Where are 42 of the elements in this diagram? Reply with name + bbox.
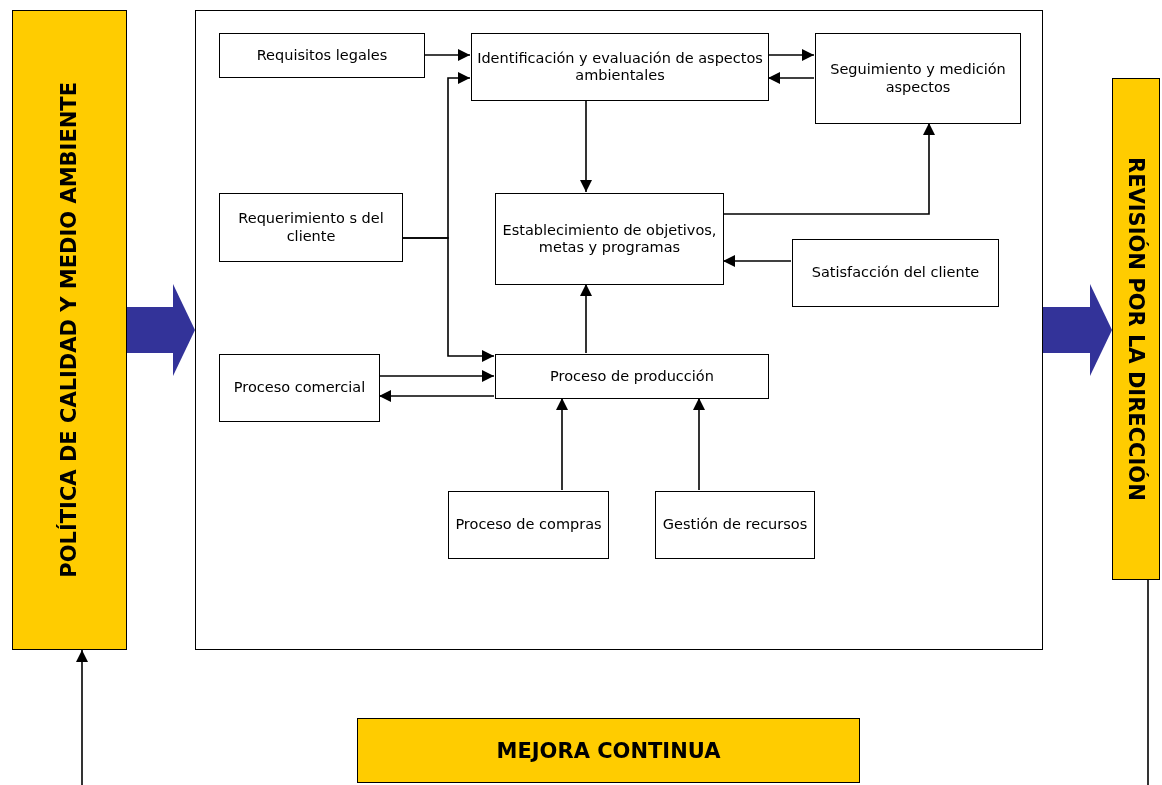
arrow (722, 255, 792, 267)
box-label: Seguimiento y medición aspectos (829, 61, 1007, 96)
box-label: Proceso de compras (454, 516, 603, 534)
process-box (219, 354, 380, 422)
box-label: Identificación y evaluación de aspectos ambientales (476, 49, 764, 85)
arrow (556, 397, 568, 491)
band-title: POLÍTICA DE CALIDAD Y MEDIO AMBIENTE (57, 82, 82, 578)
arrow (76, 649, 88, 785)
arrow (580, 99, 592, 193)
arrow (767, 72, 815, 84)
process-box (219, 33, 425, 78)
band-title: REVISIÓN POR LA DIRECCIÓN (1123, 157, 1149, 501)
arrow (378, 390, 495, 402)
arrow (722, 122, 935, 215)
arrow (767, 49, 815, 61)
box-label: Establecimiento de objetivos, metas y programas (501, 221, 718, 257)
box-label: Proceso comercial (232, 379, 367, 397)
review-band (1112, 78, 1160, 580)
process-box (815, 33, 1021, 124)
box-label: Requisitos legales (255, 46, 389, 65)
improvement-band (357, 718, 860, 783)
arrow (401, 237, 495, 362)
arrow (693, 397, 705, 491)
frame-box (195, 10, 1043, 650)
process-box (495, 193, 724, 285)
arrow (378, 370, 495, 382)
process-box (655, 491, 815, 559)
box-label: Requerimiento s del cliente (237, 210, 385, 245)
box-label: Satisfacción del cliente (810, 264, 981, 282)
arrow (423, 49, 471, 61)
process-box (219, 193, 403, 262)
arrow (580, 283, 592, 354)
band-title: MEJORA CONTINUA (496, 738, 721, 763)
process-box (471, 33, 769, 101)
block-arrow (1043, 284, 1112, 376)
process-box (495, 354, 769, 399)
process-box (448, 491, 609, 559)
box-label: Proceso de producción (549, 367, 715, 386)
block-arrow (127, 284, 195, 376)
process-box (792, 239, 999, 307)
policy-band (12, 10, 127, 650)
box-label: Gestión de recursos (661, 516, 809, 534)
